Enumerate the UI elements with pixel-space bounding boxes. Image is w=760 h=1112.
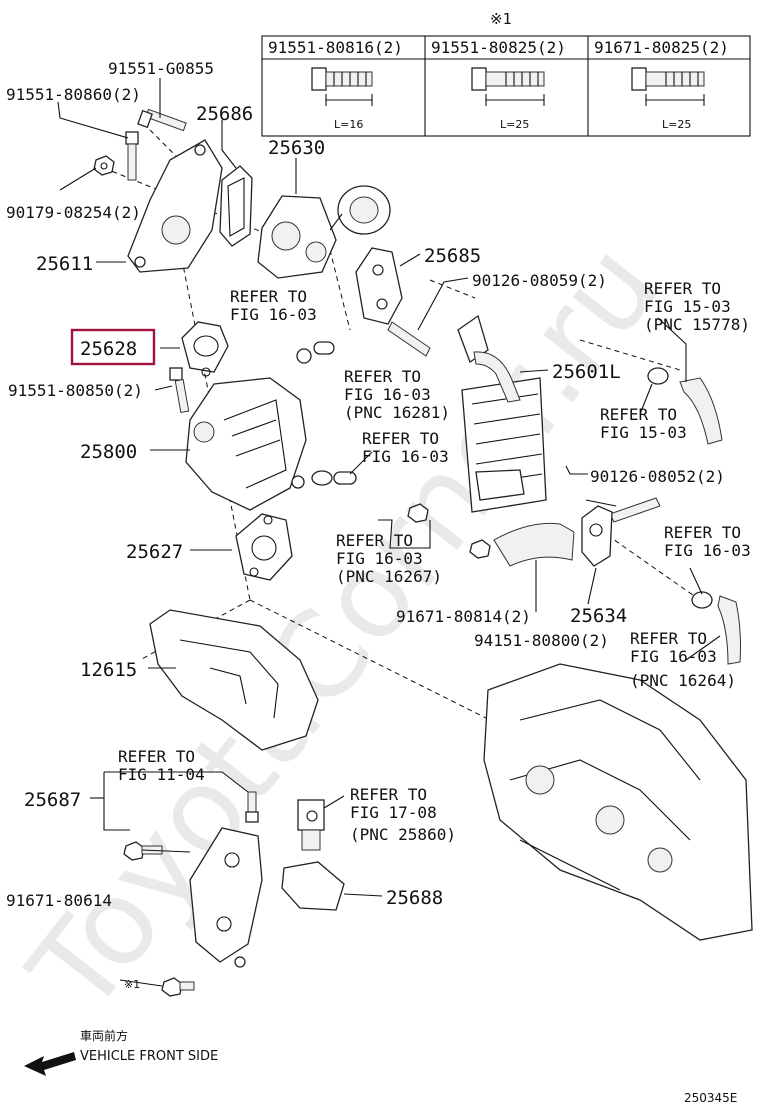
clamp-fig15-03 [647, 367, 723, 445]
figure-code: 250345E [684, 1091, 737, 1105]
leader-lines [57, 78, 721, 987]
label-25630: 25630 [268, 137, 325, 159]
part-25687-bracket [189, 827, 263, 968]
bolt-note1 [161, 977, 195, 997]
label-25686: 25686 [196, 103, 253, 125]
label-91551-80850: 91551-80850(2) [8, 381, 143, 400]
bolt-icon-col2 [471, 67, 545, 106]
label-91671-80814: 91671-80814(2) [396, 607, 531, 626]
label-90126-08052: 90126-08052(2) [590, 467, 725, 486]
part-25688-bracket [281, 861, 345, 911]
table-col2-length: L=25 [500, 118, 529, 131]
ref1-line2: FIG 16-03 [230, 305, 317, 324]
bolt-91551-80860 [125, 131, 139, 181]
ref3-line2: FIG 15-03 [644, 297, 731, 316]
vehicle-front-indicator: 車両前方 VEHICLE FRONT SIDE [24, 1028, 218, 1076]
part-25634-gasket [493, 505, 613, 567]
label-12615: 12615 [80, 659, 137, 681]
label-25611: 25611 [36, 253, 93, 275]
bolt-91551-G0855 [137, 108, 187, 132]
part-25686-gasket [219, 165, 253, 247]
label-note-bolt: ※1 [124, 978, 140, 991]
refer-labels: REFER TO FIG 16-03 REFER TO FIG 16-03 (P… [118, 279, 751, 844]
nut-90179-08254 [93, 155, 115, 176]
part-25685-gasket [355, 247, 403, 325]
engine-block [483, 663, 753, 941]
label-25687: 25687 [24, 789, 81, 811]
label-25634: 25634 [570, 605, 627, 627]
nut-94151-80800 [469, 539, 491, 559]
front-arrow-icon [24, 1052, 76, 1076]
label-25628: 25628 [80, 338, 137, 360]
label-25627: 25627 [126, 541, 183, 563]
part-25611-gasket-flange [127, 139, 223, 273]
ref5-line2: FIG 16-03 [362, 447, 449, 466]
ref6-line2: FIG 16-03 [336, 549, 423, 568]
ref3-line3: (PNC 15778) [644, 315, 750, 334]
table-col2-part: 91551-80825(2) [431, 38, 566, 57]
highlight-box-25628 [70, 328, 156, 366]
ref8-line1: REFER TO [630, 629, 707, 648]
label-25601L: 25601L [552, 361, 621, 383]
part-25627-gasket [235, 513, 293, 581]
direction-en: VEHICLE FRONT SIDE [80, 1049, 218, 1064]
table-col3-length: L=25 [662, 118, 691, 131]
label-25688: 25688 [386, 887, 443, 909]
ref8-line2: FIG 16-03 [630, 647, 717, 666]
bolt-icon-col1 [311, 67, 373, 106]
part-12615-cover [149, 609, 319, 751]
table-note-mark: ※1 [490, 10, 512, 28]
stud-90126-08059 [387, 321, 431, 357]
ref6-line1: REFER TO [336, 531, 413, 550]
bolt-fig11-04 [245, 791, 259, 823]
bolt-table: ※1 91551-80816(2) 91551-80825(2) 91671-8… [261, 10, 751, 137]
part-25800-egr-cooler-housing [185, 377, 307, 511]
clamp-hose-fig16 [296, 341, 357, 486]
label-91671-80614: 91671-80614 [6, 891, 112, 910]
ref10-line3: (PNC 25860) [350, 825, 456, 844]
ref2-line3: (PNC 16281) [344, 403, 450, 422]
ref9-line1: REFER TO [118, 747, 195, 766]
part-25630-egr-valve [257, 185, 391, 279]
ref8-line3: (PNC 16264) [630, 671, 736, 690]
ref10-line1: REFER TO [350, 785, 427, 804]
table-col1-length: L=16 [334, 118, 363, 131]
bolt-icon-col3 [631, 67, 705, 106]
ref7-line1: REFER TO [664, 523, 741, 542]
label-91551-80860: 91551-80860(2) [6, 85, 141, 104]
sensor-pnc-25860 [297, 799, 325, 851]
direction-jp: 車両前方 [80, 1028, 128, 1043]
ref5-line1: REFER TO [362, 429, 439, 448]
ref3-line1: REFER TO [644, 279, 721, 298]
bolt-91551-80850 [169, 367, 190, 414]
part-25628-gasket [181, 321, 229, 377]
clamp-hose-fig16-right [691, 591, 741, 665]
label-90179-08254: 90179-08254(2) [6, 203, 141, 222]
label-25685: 25685 [424, 245, 481, 267]
label-94151-80800: 94151-80800(2) [474, 631, 609, 650]
label-91551-G0855: 91551-G0855 [108, 59, 214, 78]
ref2-line2: FIG 16-03 [344, 385, 431, 404]
label-90126-08059: 90126-08059(2) [472, 271, 607, 290]
part-25601L-egr-cooler [457, 314, 547, 513]
ref7-line2: FIG 16-03 [664, 541, 751, 560]
ref4-line2: FIG 15-03 [600, 423, 687, 442]
ref10-line2: FIG 17-08 [350, 803, 437, 822]
table-col1-part: 91551-80816(2) [268, 38, 403, 57]
ref1-line1: REFER TO [230, 287, 307, 306]
label-25800: 25800 [80, 441, 137, 463]
stud-90126-08052 [609, 497, 661, 523]
ref9-line2: FIG 11-04 [118, 765, 205, 784]
part-labels: 91551-G0855 25686 91551-80860(2) 25630 9… [6, 59, 725, 991]
bolt-91671-80814 [407, 503, 429, 523]
table-col3-part: 91671-80825(2) [594, 38, 729, 57]
ref4-line1: REFER TO [600, 405, 677, 424]
ref6-line3: (PNC 16267) [336, 567, 442, 586]
ref2-line1: REFER TO [344, 367, 421, 386]
